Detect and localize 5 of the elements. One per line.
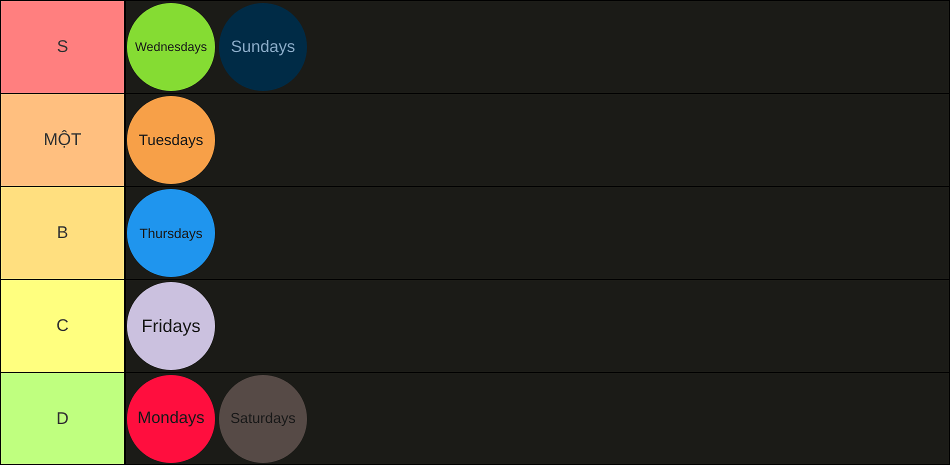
tier-label: D: [1, 373, 124, 464]
tier-label: C: [1, 280, 124, 372]
tier-label: MỘT: [1, 94, 124, 186]
tier-label: S: [1, 1, 124, 93]
tier-label: B: [1, 187, 124, 279]
